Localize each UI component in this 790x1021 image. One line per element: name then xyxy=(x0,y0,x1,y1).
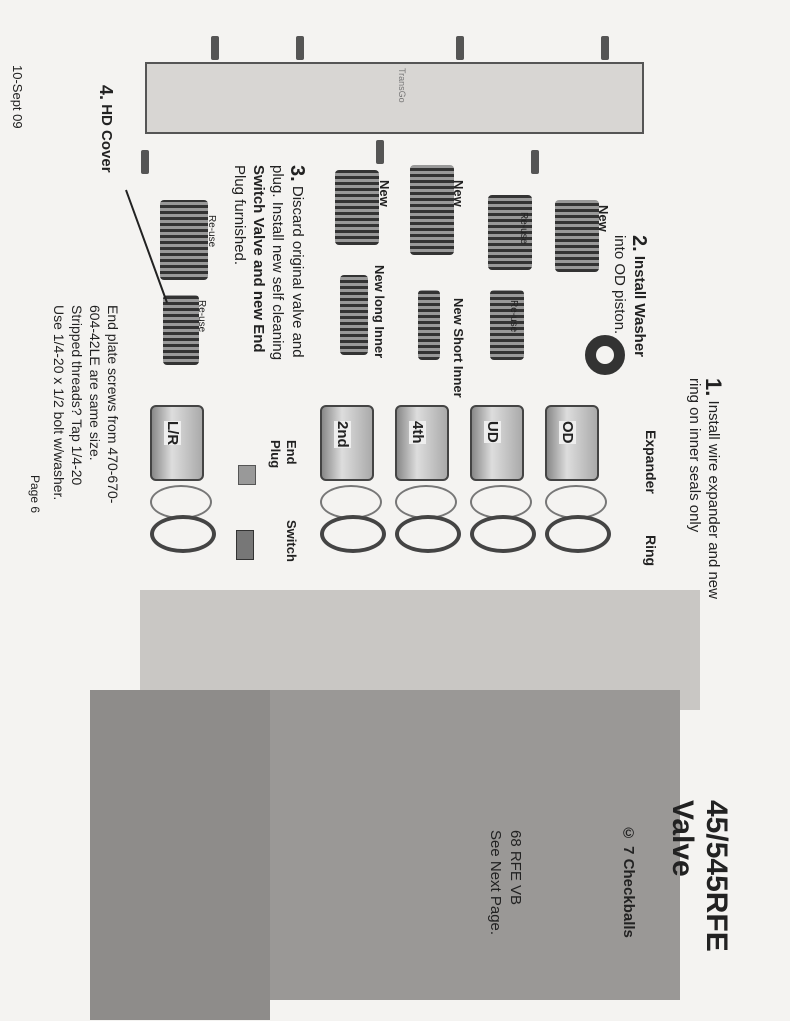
spring xyxy=(160,200,208,280)
seal-ring xyxy=(545,515,611,553)
spring xyxy=(340,275,368,355)
label-expander: Expander xyxy=(643,430,659,494)
washer-icon xyxy=(585,335,625,375)
label-short-inner: New Short Inner xyxy=(451,298,466,398)
spring xyxy=(410,165,454,255)
label-new: New xyxy=(377,180,392,207)
screw-icon xyxy=(601,36,609,60)
screw-icon xyxy=(531,150,539,174)
seal-ring xyxy=(320,515,386,553)
label-reuse: Re-use xyxy=(508,300,519,333)
spring xyxy=(490,290,524,360)
piston-lr: L/R xyxy=(150,405,204,481)
date: 10-Sept 09 xyxy=(10,65,25,129)
valve-body-image xyxy=(90,690,270,1020)
valve-body-image xyxy=(260,690,680,1000)
seal-ring xyxy=(395,515,461,553)
plate-brand: TransGo xyxy=(397,68,407,103)
label-reuse: Re-use xyxy=(206,215,217,248)
spring xyxy=(418,290,440,360)
checkballs-label: © 7 Checkballs xyxy=(620,825,637,938)
label-new: New xyxy=(451,180,466,207)
spring xyxy=(488,195,532,270)
page-number: Page 6 xyxy=(28,475,42,514)
label-plug: Plug xyxy=(268,440,283,469)
screw-icon xyxy=(141,150,149,174)
piston-ud: UD xyxy=(470,405,524,481)
hd-cover-plate: TransGo xyxy=(145,62,644,134)
expander-ring xyxy=(320,485,382,519)
expander-ring xyxy=(395,485,457,519)
expander-ring xyxy=(470,485,532,519)
label-reuse: Re-use xyxy=(518,212,529,245)
screw-icon xyxy=(456,36,464,60)
piston-od: OD xyxy=(545,405,599,481)
label-new: New xyxy=(596,205,611,232)
spring xyxy=(163,295,199,365)
label-end: End xyxy=(284,440,299,465)
seal-ring xyxy=(470,515,536,553)
screw-icon xyxy=(211,36,219,60)
end-plate-note: End plate screws from 470-670-604-42LE a… xyxy=(51,305,121,504)
screw-icon xyxy=(296,36,304,60)
end-plug-icon xyxy=(238,465,256,485)
expander-ring xyxy=(150,485,212,519)
piston-2nd: 2nd xyxy=(320,405,374,481)
switch-valve-icon xyxy=(236,530,254,560)
seal-ring xyxy=(150,515,216,553)
spring xyxy=(335,170,379,245)
screw-icon xyxy=(376,140,384,164)
expander-ring xyxy=(545,485,607,519)
step-4: 4. HD Cover xyxy=(96,85,116,173)
label-switch: Switch xyxy=(284,520,299,562)
label-reuse: Re-use xyxy=(196,300,207,333)
label-long-inner: New long Inner xyxy=(372,265,387,359)
label-ring: Ring xyxy=(643,535,659,567)
spring xyxy=(555,200,599,272)
piston-4th: 4th xyxy=(395,405,449,481)
